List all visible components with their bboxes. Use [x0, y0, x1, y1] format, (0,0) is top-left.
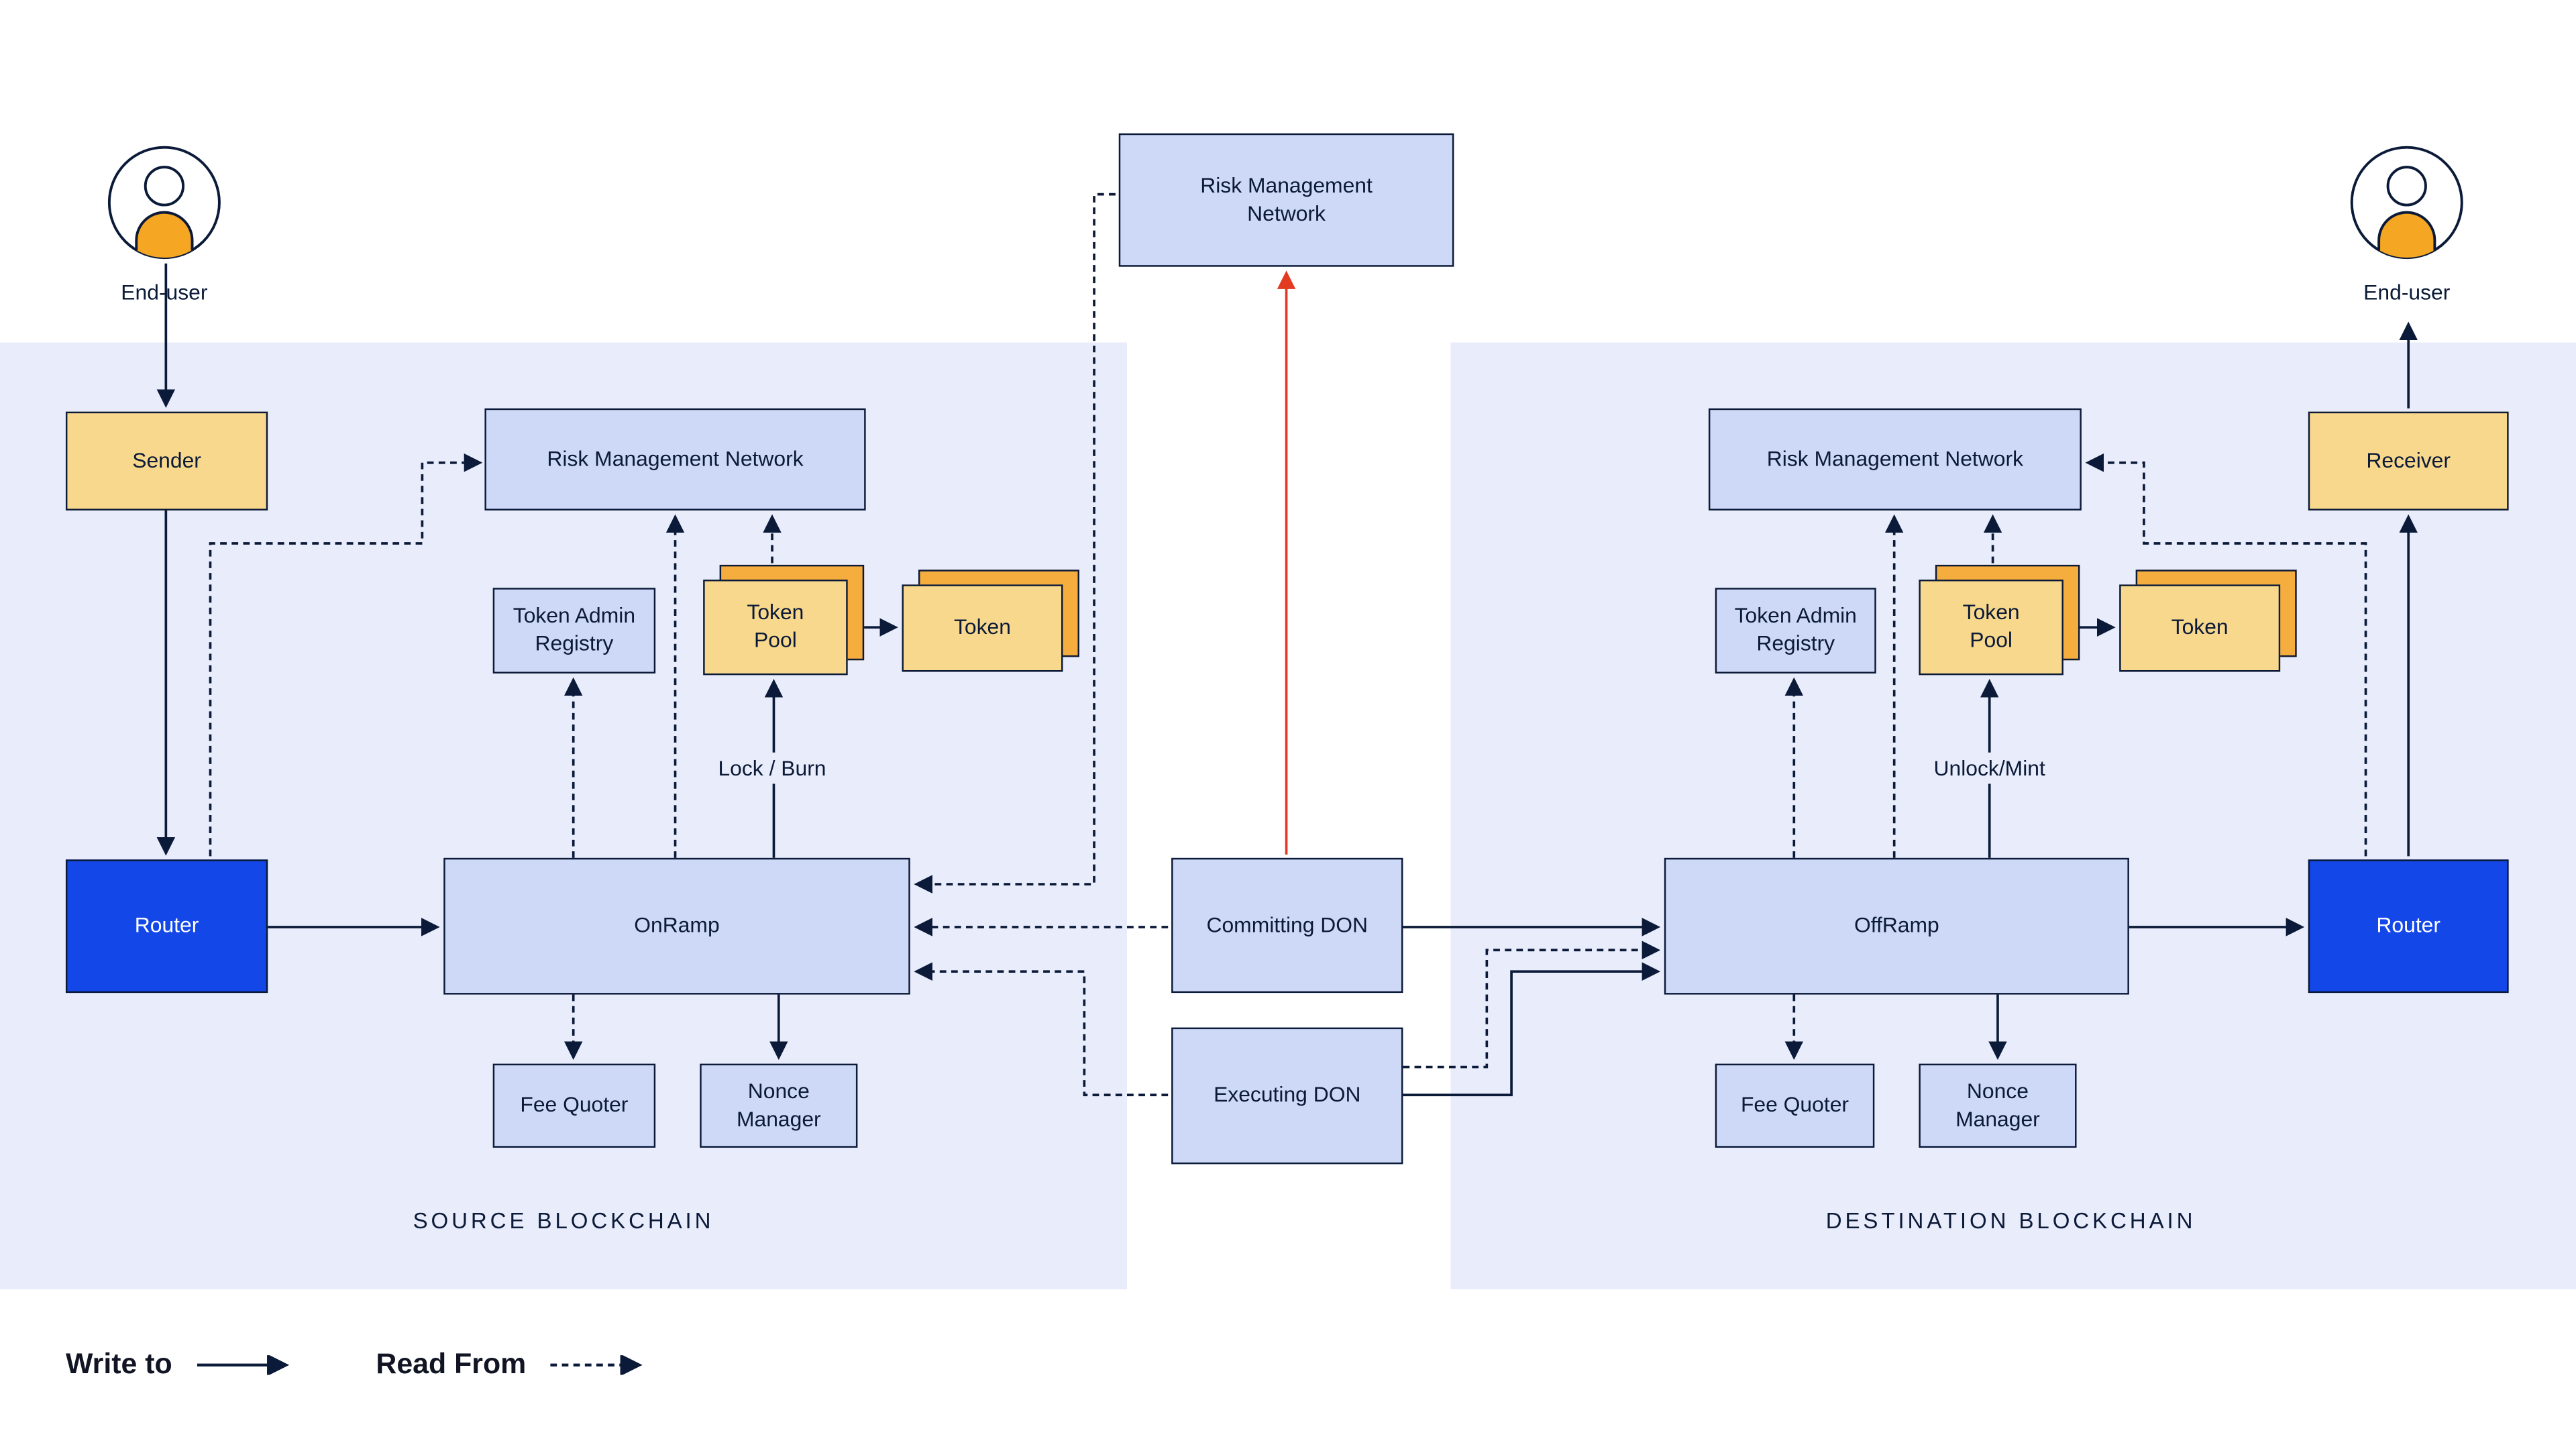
legend-read-from-label: Read From	[376, 1346, 527, 1380]
offramp-node: OffRamp	[1664, 857, 2129, 995]
end-user-label-source: End-user	[121, 280, 208, 305]
dashed-router-to-rmn-source	[209, 453, 483, 857]
dashed-router-to-rmn-destination	[2085, 453, 2367, 857]
risk-management-network-destination-node: Risk Management Network	[1708, 408, 2082, 511]
committing-don-node: Committing DON	[1171, 857, 1403, 994]
token-destination-node: Token	[2119, 584, 2281, 672]
fee-quoter-source-node: Fee Quoter	[492, 1063, 656, 1148]
dashed-executingdon-to-offramp	[1403, 941, 1661, 1069]
lock-burn-label: Lock / Burn	[682, 752, 863, 784]
unlock-mint-label: Unlock/Mint	[1899, 752, 2080, 784]
token-source-node: Token	[902, 584, 1063, 672]
read-from-arrow-icon	[550, 1354, 643, 1375]
fee-quoter-destination-node: Fee Quoter	[1715, 1063, 1875, 1148]
sender-node: Sender	[65, 411, 268, 511]
end-user-label-destination: End-user	[2363, 280, 2451, 305]
end-user-avatar-icon	[2350, 146, 2463, 260]
router-destination-node: Router	[2308, 859, 2509, 994]
receiver-node: Receiver	[2308, 411, 2509, 511]
risk-management-network-top-node: Risk Management Network	[1118, 133, 1454, 267]
dashed-executingdon-to-onramp	[914, 962, 1169, 1097]
token-pool-destination-node: Token Pool	[1919, 580, 2063, 676]
legend-write-to-label: Write to	[65, 1346, 172, 1380]
executing-don-node: Executing DON	[1171, 1027, 1403, 1165]
dashed-toprmn-to-onramp	[914, 193, 1116, 894]
onramp-node: OnRamp	[443, 857, 910, 995]
token-pool-source-node: Token Pool	[703, 580, 848, 676]
router-source-node: Router	[65, 859, 268, 994]
nonce-manager-destination-node: Nonce Manager	[1919, 1063, 2077, 1148]
destination-blockchain-section-label: DESTINATION BLOCKCHAIN	[1825, 1208, 2196, 1234]
legend: Write to Read From	[66, 1347, 654, 1382]
arrow-executingdon-to-offramp	[1403, 962, 1661, 1097]
token-admin-registry-destination-node: Token Admin Registry	[1715, 588, 1876, 674]
write-to-arrow-icon	[197, 1354, 289, 1375]
source-blockchain-section-label: SOURCE BLOCKCHAIN	[413, 1208, 714, 1234]
nonce-manager-source-node: Nonce Manager	[700, 1063, 858, 1148]
risk-management-network-source-node: Risk Management Network	[484, 408, 866, 511]
end-user-avatar-icon	[107, 146, 221, 260]
token-admin-registry-source-node: Token Admin Registry	[492, 588, 656, 674]
